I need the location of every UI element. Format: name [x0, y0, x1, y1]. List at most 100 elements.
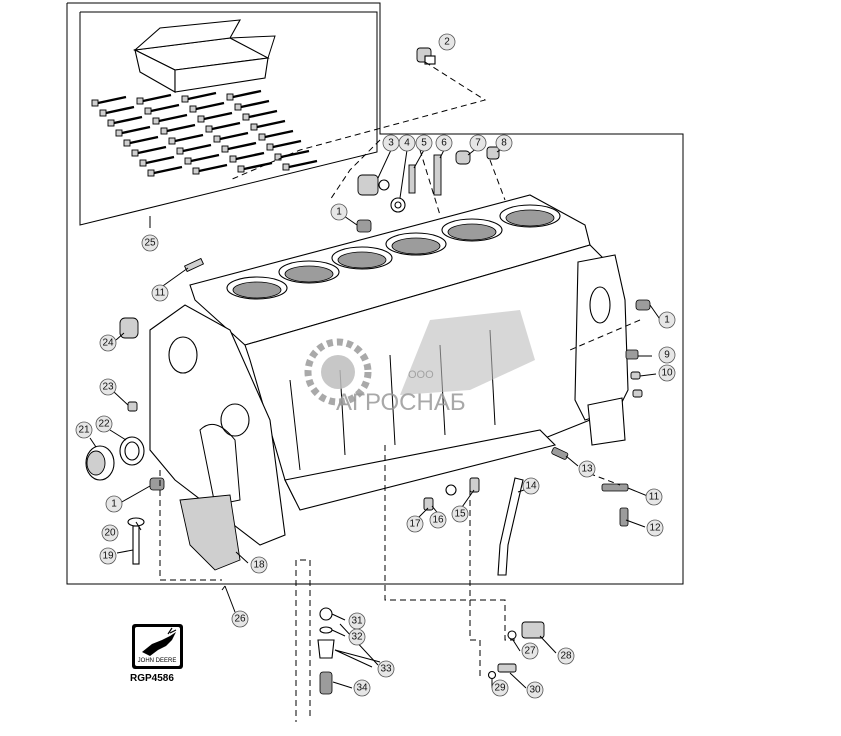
callout-label: 7: [475, 138, 481, 149]
callout-c6: 6: [435, 134, 453, 152]
bolt-head: [192, 167, 200, 175]
bolt-head: [274, 153, 282, 161]
bolt-shank: [232, 89, 262, 99]
callout-c26: 26: [231, 610, 249, 628]
callout-label: 4: [404, 138, 410, 149]
bolt-shank: [174, 133, 204, 143]
callout-circle: [330, 203, 348, 221]
bolt-shank: [166, 123, 196, 133]
bolt-head: [229, 155, 237, 163]
callout-circle: [495, 134, 513, 152]
callout-label: 32: [351, 632, 363, 643]
callout-label: 9: [664, 350, 670, 361]
callout-label: 3: [388, 138, 394, 149]
callout-circle: [141, 234, 159, 252]
callout-c28: 28: [557, 647, 575, 665]
bolt-shank: [145, 155, 175, 165]
callout-circle: [151, 284, 169, 302]
callout-label: 20: [104, 528, 116, 539]
callout-label: 24: [102, 338, 114, 349]
bolt-head: [123, 139, 131, 147]
callout-circle: [469, 134, 487, 152]
bolt-head: [99, 109, 107, 117]
callout-c32: 32: [348, 628, 366, 646]
bolt-head: [266, 143, 274, 151]
callout-label: 1: [336, 207, 342, 218]
bolt-shank: [288, 159, 318, 169]
callout-circle: [406, 515, 424, 533]
callout-label: 1: [111, 499, 117, 510]
callout-circle: [75, 421, 93, 439]
callout-c29: 29: [491, 679, 509, 697]
callout-c14: 14: [522, 477, 540, 495]
callout-label: 16: [432, 515, 444, 526]
bolt-shank: [153, 165, 183, 175]
callout-label: 22: [98, 419, 110, 430]
callout-c34: 34: [353, 679, 371, 697]
callout-c10: 10: [658, 364, 676, 382]
callout-label: 12: [649, 523, 661, 534]
bolt-shank: [203, 111, 233, 121]
callout-circle: [250, 556, 268, 574]
callout-circle: [526, 681, 544, 699]
callout-c19: 19: [99, 547, 117, 565]
bolt-shank: [272, 139, 302, 149]
callout-label: 30: [529, 685, 541, 696]
callout-circle: [348, 628, 366, 646]
bolt-shank: [264, 129, 294, 139]
callout-circle: [101, 524, 119, 542]
leaping-deer-icon: [142, 627, 177, 656]
callout-circle: [522, 477, 540, 495]
callout-c21: 21: [75, 421, 93, 439]
bolt-head: [131, 149, 139, 157]
bolt-kit-box: [79, 11, 378, 226]
bolt-shank: [150, 103, 180, 113]
callout-circle: [398, 134, 416, 152]
bolt-head: [282, 163, 290, 171]
bolt-head: [91, 99, 99, 107]
callout-label: 28: [560, 651, 572, 662]
bolt-shank: [235, 151, 265, 161]
bolt-shank: [137, 145, 167, 155]
bolt-head: [168, 137, 176, 145]
callout-c23: 23: [99, 378, 117, 396]
callout-c7: 7: [469, 134, 487, 152]
bolt-shank: [248, 109, 278, 119]
callout-circle: [231, 610, 249, 628]
callout-circle: [415, 134, 433, 152]
callout-label: 17: [409, 519, 421, 530]
callout-circle: [491, 679, 509, 697]
bolt-shank: [240, 99, 270, 109]
callout-circle: [658, 364, 676, 382]
bolt-head: [237, 165, 245, 173]
callout-circle: [99, 378, 117, 396]
callout-c1b: 1: [658, 311, 676, 329]
engine-block: [149, 194, 629, 546]
callout-circle: [645, 488, 663, 506]
callout-label: 34: [356, 683, 368, 694]
callout-label: 26: [234, 614, 246, 625]
bolt-shank: [142, 93, 172, 103]
bolt-head: [176, 147, 184, 155]
callout-c4: 4: [398, 134, 416, 152]
logo-brand-text: JOHN DEERE: [138, 658, 177, 664]
callout-label: 10: [661, 368, 673, 379]
callout-label: 13: [581, 464, 593, 475]
callout-label: 5: [421, 138, 427, 149]
callout-label: 11: [155, 288, 166, 299]
callout-label: 31: [351, 616, 363, 627]
callout-c22: 22: [95, 415, 113, 433]
callout-circle: [435, 134, 453, 152]
bolt-shank: [219, 131, 249, 141]
bolt-head: [144, 107, 152, 115]
callout-label: 33: [380, 664, 392, 675]
callout-label: 23: [102, 382, 114, 393]
bolt-shank: [97, 95, 127, 105]
bolt-shank: [187, 91, 217, 101]
callout-label: 8: [501, 138, 507, 149]
callout-c11a: 11: [151, 284, 169, 302]
callout-label: 19: [102, 551, 114, 562]
callout-label: 29: [494, 683, 506, 694]
